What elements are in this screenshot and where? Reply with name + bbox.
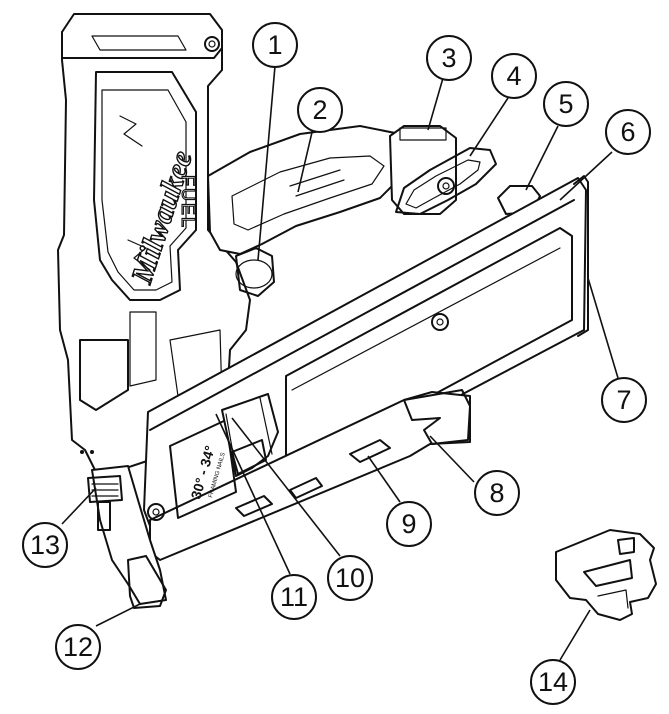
trigger-guard [235,259,273,289]
leader-1 [257,65,276,261]
callout-14: 14 [530,659,576,705]
pusher-detail [225,397,273,471]
leader-lines [61,65,619,661]
callout-14-number: 14 [538,667,568,697]
callout-7-number: 7 [616,385,631,415]
callout-9: 9 [386,501,432,547]
leader-9 [367,455,401,503]
no-mar-tip-notch [617,537,635,555]
handle [207,125,409,255]
handle-grip-groove [289,169,345,197]
callout-3: 3 [426,35,472,81]
wheel-knurl [91,483,119,497]
leader-13 [61,487,97,525]
handle-grip-inner [231,155,385,231]
callout-1-number: 1 [267,30,282,60]
callout-9-number: 9 [401,509,416,539]
belt-hook-bolt [437,177,455,195]
callout-11: 11 [271,574,317,620]
callout-11-number: 11 [280,582,308,612]
belt-hook [395,147,497,215]
leader-6 [559,151,613,201]
magazine-rear-foot [403,389,471,445]
magazine-end-cap [573,175,589,337]
callout-4-number: 4 [506,61,521,91]
callout-13-number: 13 [30,530,60,560]
trigger [235,247,275,297]
callout-3-number: 3 [441,43,456,73]
top-cap-slot [91,35,187,51]
callout-10: 10 [327,555,373,601]
leader-5 [525,125,559,191]
depth-stem [97,501,111,531]
callout-4: 4 [491,53,537,99]
magazine-label-plate [169,419,237,519]
callout-7: 7 [601,377,647,423]
belt-hook-inner [405,159,481,209]
callout-6: 6 [605,109,651,155]
lower-body-rib [129,311,157,387]
lower-body-panel [79,339,129,411]
indicator-dot [80,450,84,454]
callout-12-number: 12 [63,632,93,662]
lightning-mark [119,115,143,147]
rear-cap [497,185,541,215]
magazine-screw-center [436,318,444,326]
magazine-screw [431,313,449,331]
side-panel [93,71,197,301]
rear-block-top [399,127,447,141]
top-cap [61,31,223,59]
callout-2: 2 [297,87,343,133]
lightning-mark-2 [127,239,151,271]
leader-3 [427,77,444,131]
magazine-top-rail [149,199,575,431]
leader-7 [587,277,619,379]
callout-13: 13 [22,522,68,568]
side-panel-inner [101,89,187,291]
callout-8: 8 [474,470,520,516]
indicator-dot-2 [90,450,94,454]
leader-4 [469,97,509,157]
callout-12: 12 [55,624,101,670]
top-screw [204,36,220,52]
nailer-illustration: Milwaukee FUEL [57,13,589,609]
magazine-lower-rail-slot-2 [235,495,273,517]
no-mar-tip [555,529,657,621]
leader-14 [559,609,591,661]
callout-8-number: 8 [489,478,504,508]
nose-screw [147,503,165,521]
workpiece-contact [127,555,167,609]
callouts: 1 2 3 4 5 6 7 8 [22,22,651,705]
no-mar-tip-slot [583,559,633,587]
callout-1: 1 [252,22,298,68]
no-mar-tip-lower [597,589,629,609]
fuel-logo: FUEL [178,175,198,229]
magazine-lower-rail-slot-3 [289,477,323,499]
callout-6-number: 6 [620,117,635,147]
leader-2 [297,127,314,193]
belt-hook-bolt-center [442,182,450,190]
magazine-inner-line [291,247,561,391]
callout-10-number: 10 [335,563,365,593]
leader-12 [95,603,141,627]
no-mar-tip-outline [555,529,657,621]
callout-2-number: 2 [312,95,327,125]
top-screw-center [208,40,216,48]
nose-screw-center [152,508,160,516]
leader-10 [231,417,341,557]
callout-5-number: 5 [558,89,573,119]
magazine-lower-rail-slot [349,439,391,463]
callout-5: 5 [543,81,589,127]
leader-11 [215,413,291,575]
leader-8 [429,435,475,483]
